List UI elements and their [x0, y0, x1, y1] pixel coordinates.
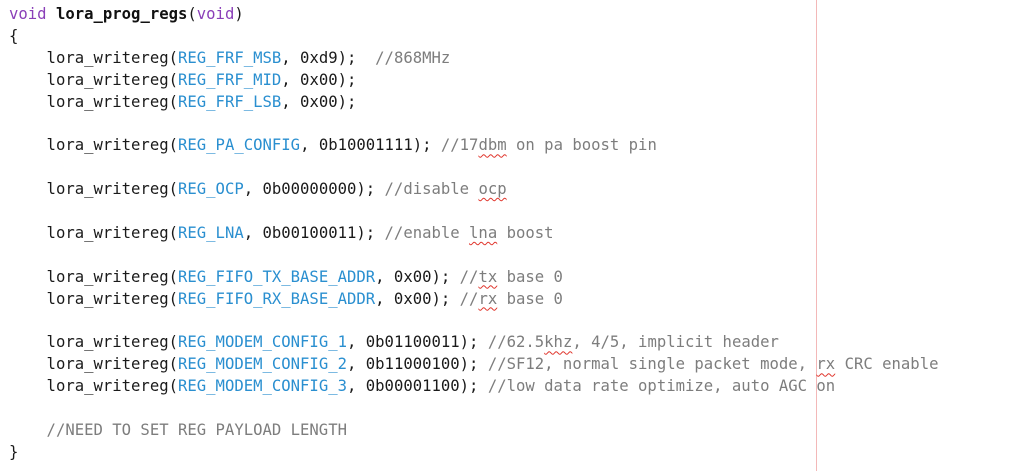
code-token: lora_writereg(: [9, 333, 178, 352]
code-line[interactable]: }: [9, 442, 1019, 464]
code-token: lora_writereg(: [9, 289, 178, 308]
code-token: (: [187, 5, 197, 23]
code-token: , 0x00);: [281, 92, 357, 111]
code-token: lora_writereg(: [9, 267, 178, 286]
code-token: , 0x00);: [375, 289, 460, 308]
code-token: lora_writereg(: [9, 355, 178, 374]
code-token: lora_writereg(: [9, 48, 178, 67]
code-token: lora_writereg(: [9, 223, 178, 242]
misspelled-word: ocp: [478, 180, 507, 199]
keyword-token: void: [9, 5, 47, 23]
misspelled-word: rx: [816, 355, 836, 374]
comment-token: //868MHz: [375, 48, 451, 67]
comment-token: CRC enable: [835, 355, 939, 374]
comment-token: //SF12, normal single packet mode,: [487, 355, 817, 374]
code-token: , 0b11000100);: [347, 355, 488, 374]
code-token: , 0b00100011);: [243, 223, 385, 242]
constant-token: REG_FRF_MSB: [178, 48, 282, 67]
constant-token: REG_LNA: [178, 223, 244, 242]
code-token: [47, 5, 56, 23]
code-area[interactable]: void lora_prog_regs(void){ lora_writereg…: [9, 4, 1019, 464]
code-line[interactable]: lora_writereg(REG_LNA, 0b00100011); //en…: [9, 223, 1019, 245]
function-name-token: lora_prog_regs: [55, 5, 188, 23]
code-line[interactable]: ​: [9, 310, 1019, 332]
code-line[interactable]: //NEED TO SET REG PAYLOAD LENGTH: [9, 420, 1019, 442]
code-token: ): [234, 5, 244, 23]
code-line[interactable]: lora_writereg(REG_FRF_MID, 0x00);: [9, 70, 1019, 92]
comment-token: //: [459, 267, 479, 286]
comment-token: //enable: [384, 223, 470, 242]
misspelled-word: tx: [478, 267, 498, 286]
comment-token: //62.5: [487, 333, 545, 352]
constant-token: REG_FIFO_RX_BASE_ADDR: [178, 289, 376, 308]
code-line[interactable]: lora_writereg(REG_MODEM_CONFIG_2, 0b1100…: [9, 354, 1019, 376]
code-line[interactable]: ​: [9, 157, 1019, 179]
column-margin-guide: [816, 0, 817, 471]
code-token: lora_writereg(: [9, 180, 178, 199]
code-line[interactable]: lora_writereg(REG_FRF_MSB, 0xd9); //868M…: [9, 48, 1019, 70]
code-line[interactable]: void lora_prog_regs(void): [9, 4, 1019, 26]
code-line[interactable]: lora_writereg(REG_FRF_LSB, 0x00);: [9, 92, 1019, 114]
comment-token: base 0: [497, 267, 563, 286]
code-line[interactable]: lora_writereg(REG_FIFO_RX_BASE_ADDR, 0x0…: [9, 289, 1019, 311]
code-token: , 0xd9);: [281, 48, 376, 67]
code-token: , 0b01100011);: [347, 333, 488, 352]
code-token: , 0b10001111);: [300, 136, 441, 155]
code-line[interactable]: lora_writereg(REG_MODEM_CONFIG_1, 0b0110…: [9, 332, 1019, 354]
constant-token: REG_MODEM_CONFIG_2: [178, 355, 347, 374]
code-token: , 0b00000000);: [243, 180, 385, 199]
comment-token: //NEED TO SET REG PAYLOAD LENGTH: [9, 420, 347, 439]
comment-token: //: [459, 289, 479, 308]
comment-token: on pa boost pin: [506, 136, 657, 155]
code-token: lora_writereg(: [9, 92, 178, 111]
code-token: lora_writereg(: [9, 136, 178, 155]
constant-token: REG_FRF_MID: [178, 70, 282, 89]
code-token: lora_writereg(: [9, 377, 178, 396]
code-line[interactable]: lora_writereg(REG_PA_CONFIG, 0b10001111)…: [9, 135, 1019, 157]
keyword-token: void: [196, 5, 235, 23]
comment-token: //17: [440, 136, 479, 155]
code-line[interactable]: ​: [9, 113, 1019, 135]
code-line[interactable]: {: [9, 26, 1019, 48]
code-token: lora_writereg(: [9, 70, 178, 89]
misspelled-word: lna: [469, 223, 498, 242]
code-line[interactable]: lora_writereg(REG_OCP, 0b00000000); //di…: [9, 179, 1019, 201]
code-token: {: [9, 26, 19, 45]
comment-token: //low data rate optimize, auto AGC on: [487, 377, 836, 396]
code-token: , 0x00);: [281, 70, 357, 89]
code-line[interactable]: ​: [9, 398, 1019, 420]
code-line[interactable]: lora_writereg(REG_FIFO_TX_BASE_ADDR, 0x0…: [9, 267, 1019, 289]
code-line[interactable]: lora_writereg(REG_MODEM_CONFIG_3, 0b0000…: [9, 376, 1019, 398]
constant-token: REG_PA_CONFIG: [178, 136, 301, 155]
constant-token: REG_FIFO_TX_BASE_ADDR: [178, 267, 376, 286]
code-token: }: [9, 442, 19, 461]
comment-token: base 0: [497, 289, 563, 308]
misspelled-word: khz: [544, 333, 573, 352]
code-token: , 0b00001100);: [347, 377, 488, 396]
misspelled-word: rx: [478, 289, 498, 308]
comment-token: boost: [497, 223, 554, 242]
comment-token: , 4/5, implicit header: [572, 333, 779, 352]
constant-token: REG_MODEM_CONFIG_3: [178, 377, 347, 396]
code-token: , 0x00);: [375, 267, 460, 286]
constant-token: REG_MODEM_CONFIG_1: [178, 333, 347, 352]
code-line[interactable]: ​: [9, 245, 1019, 267]
constant-token: REG_OCP: [178, 180, 244, 199]
code-line[interactable]: ​: [9, 201, 1019, 223]
constant-token: REG_FRF_LSB: [178, 92, 282, 111]
comment-token: //disable: [384, 180, 479, 199]
misspelled-word: dbm: [478, 136, 507, 155]
